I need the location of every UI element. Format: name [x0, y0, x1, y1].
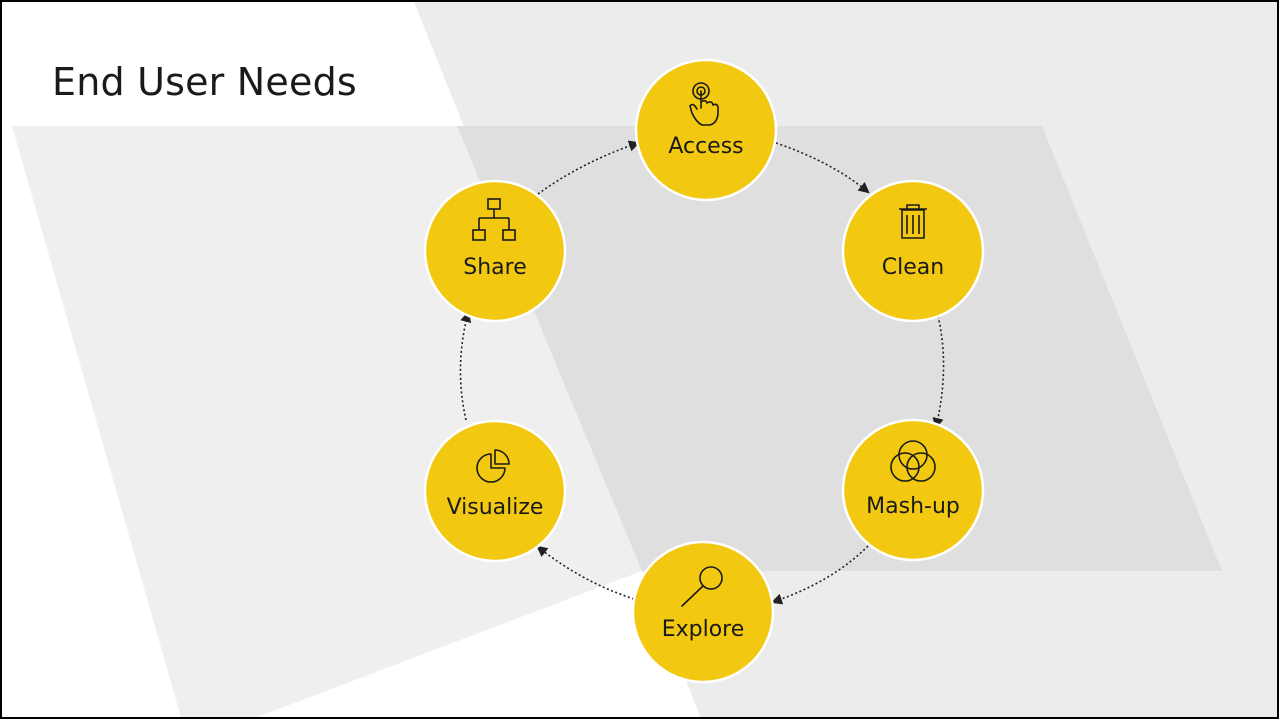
magnifier-icon	[681, 566, 723, 607]
node-label: Explore	[662, 617, 745, 642]
pie-chart-icon	[476, 449, 510, 483]
hierarchy-icon	[472, 198, 516, 241]
node-access: Access	[634, 58, 778, 202]
slide-title: End User Needs	[52, 60, 357, 104]
node-explore: Explore	[631, 540, 775, 684]
venn-circles-icon	[890, 440, 936, 482]
touch-hand-icon	[689, 82, 719, 126]
node-mashup: Mash-up	[841, 418, 985, 562]
node-clean: Clean	[841, 179, 985, 323]
connector-clean-to-mashup	[932, 315, 945, 430]
node-label: Share	[463, 255, 527, 280]
connector-access-to-clean	[775, 142, 870, 194]
background-band-center	[457, 126, 1222, 571]
connector-explore-to-visualize	[536, 545, 635, 600]
node-visualize: Visualize	[423, 419, 567, 563]
node-label: Access	[668, 134, 743, 159]
node-label: Clean	[882, 255, 944, 280]
connector-mashup-to-explore	[770, 545, 869, 605]
connector-share-to-access	[537, 140, 641, 195]
node-label: Mash-up	[866, 494, 960, 519]
connector-visualize-to-share	[459, 310, 472, 421]
node-label: Visualize	[447, 495, 544, 520]
trash-can-icon	[899, 204, 927, 239]
node-share: Share	[423, 179, 567, 323]
